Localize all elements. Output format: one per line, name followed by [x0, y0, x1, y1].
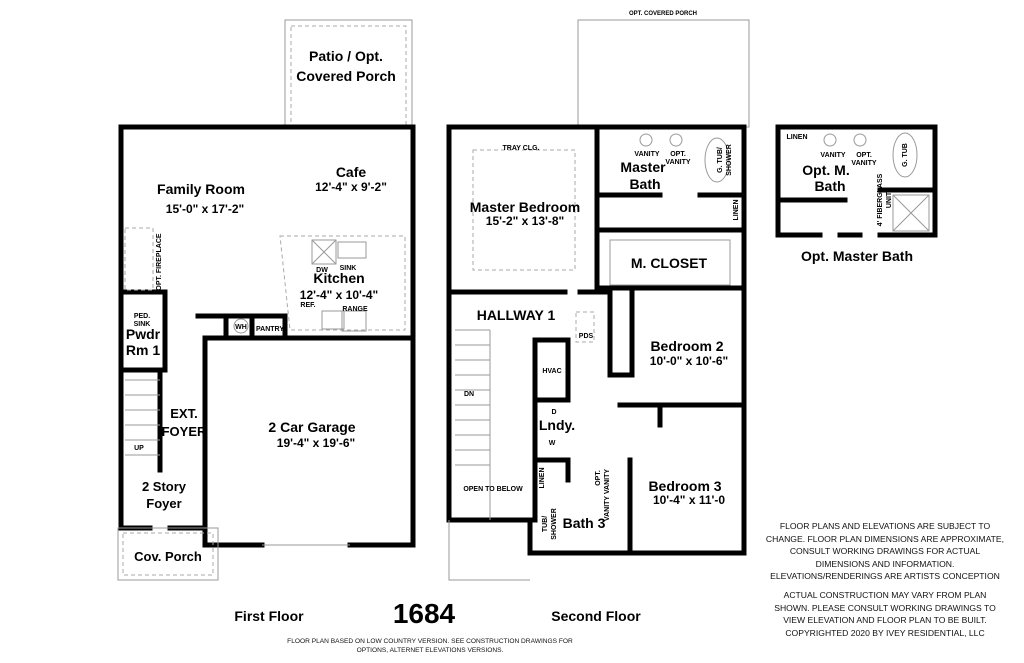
- disclaimer-line: COPYRIGHTED 2020 BY IVEY RESIDENTIAL, LL…: [785, 627, 985, 638]
- tub-label-2: SHOWER: [551, 508, 558, 540]
- fiberglass-unit-label: UNIT: [886, 191, 893, 208]
- first-floor-plan: [117, 19, 416, 581]
- water-heater-label: WH: [235, 324, 247, 331]
- opt-master-bath-labels: LINEN VANITY OPT. VANITY Opt. M. Bath G.…: [787, 134, 914, 264]
- covered-porch-label: Cov. Porch: [134, 549, 202, 564]
- foyer-label-2: Foyer: [146, 496, 181, 511]
- kitchen-label: Kitchen: [313, 270, 364, 286]
- hvac-label: HVAC: [542, 368, 561, 375]
- master-closet-label: M. CLOSET: [631, 255, 708, 271]
- bath-3-label: Bath 3: [563, 515, 606, 531]
- disclaimer-2: ACTUAL CONSTRUCTION MAY VARY FROM PLAN S…: [760, 589, 1010, 639]
- kitchen-dim: 12'-4" x 10'-4": [300, 288, 378, 302]
- sink-label: SINK: [340, 265, 357, 272]
- cafe-label: Cafe: [336, 164, 367, 180]
- foyer-label: 2 Story: [142, 479, 187, 494]
- stair-down-label: DN: [464, 391, 474, 398]
- opt-vanity-label: VANITY: [820, 152, 845, 159]
- pds-label: PDS: [579, 333, 594, 340]
- master-bedroom-label: Master Bedroom: [470, 199, 580, 215]
- master-bedroom-dim: 15'-2" x 13'-8": [486, 214, 564, 228]
- opt-opt-label: OPT.: [856, 152, 872, 159]
- second-floor-labels: OPT. COVERED PORCH TRAY CLG. Master Bedr…: [463, 11, 740, 624]
- gtub-label: G. TUB/: [717, 147, 724, 173]
- patio-label-2: Covered Porch: [296, 68, 396, 84]
- footer-note-line: OPTIONS, ALTERNET ELEVATIONS VERSIONS.: [356, 647, 504, 654]
- gtub-label-2: SHOWER: [726, 144, 733, 176]
- bedroom-3-dim: 10'-4" x 11'-0: [653, 493, 725, 507]
- pantry-label: PANTRY: [256, 326, 284, 333]
- linen-2-label: LINEN: [539, 468, 546, 489]
- powder-room-label-2: Rm 1: [126, 342, 160, 358]
- fireplace-label: OPT. FIREPLACE: [156, 233, 163, 291]
- opt-vanity-label: OPT.: [670, 151, 686, 158]
- opt-porch-label: OPT. COVERED PORCH: [629, 11, 697, 17]
- disclaimer-line: SHOWN. PLEASE CONSULT WORKING DRAWINGS T…: [774, 602, 996, 613]
- family-room-dim: 15'-0" x 17'-2": [166, 202, 244, 216]
- disclaimer-line: ACTUAL CONSTRUCTION MAY VARY FROM PLAN: [783, 590, 987, 600]
- second-floor-plan: [446, 19, 750, 581]
- disclaimer-line: ELEVATIONS/RENDERINGS ARE ARTISTS CONCEP…: [770, 571, 1000, 581]
- stair-up-label: UP: [134, 445, 144, 452]
- opt-linen-label: LINEN: [787, 134, 808, 141]
- washer-label: W: [549, 440, 556, 447]
- fiberglass-label: 4' FIBERGLASS: [877, 173, 884, 226]
- open-to-below-label: OPEN TO BELOW: [463, 486, 523, 493]
- bath3-vanity-label: VANITY VANITY: [604, 469, 611, 521]
- bedroom-2-dim: 10'-0" x 10'-6": [650, 354, 728, 368]
- first-floor-title: First Floor: [234, 608, 304, 624]
- garage-label: 2 Car Garage: [268, 419, 355, 435]
- garage-dim: 19'-4" x 19'-6": [277, 436, 355, 450]
- opt-opt-vanity-label: VANITY: [851, 160, 876, 167]
- opt-master-bath-plan: [775, 124, 938, 238]
- footer-note: FLOOR PLAN BASED ON LOW COUNTRY VERSION.…: [220, 637, 640, 655]
- opt-vanity-label-2: VANITY: [665, 159, 690, 166]
- linen-label: LINEN: [733, 200, 740, 221]
- family-room-label: Family Room: [157, 181, 245, 197]
- opt-covered-porch-outline: [577, 19, 750, 128]
- master-bath-label-2: Bath: [629, 176, 660, 192]
- first-floor-labels: Patio / Opt. Covered Porch Family Room 1…: [126, 48, 396, 624]
- bedroom-2-label: Bedroom 2: [650, 338, 723, 354]
- second-floor-title: Second Floor: [551, 608, 641, 624]
- hallway-label: HALLWAY 1: [477, 307, 556, 323]
- tray-ceiling-label: TRAY CLG.: [503, 145, 540, 152]
- disclaimer-line: CONSULT WORKING DRAWINGS FOR ACTUAL: [789, 546, 981, 556]
- opt-m-bath-label: Opt. M.: [802, 162, 849, 178]
- master-bath-label: Master: [620, 159, 666, 175]
- disclaimer-line: VIEW ELEVATION AND FLOOR PLAN TO BE BUIL…: [783, 615, 987, 625]
- powder-room-label: Pwdr: [126, 326, 161, 342]
- footer-note-line: FLOOR PLAN BASED ON LOW COUNTRY VERSION.…: [287, 638, 573, 645]
- plan-number: 1684: [393, 598, 456, 629]
- dryer-label: D: [551, 409, 556, 416]
- ped-sink-label: PED.: [134, 313, 150, 320]
- ext-foyer-label: EXT.: [170, 406, 197, 421]
- opt-master-bath-title: Opt. Master Bath: [801, 248, 913, 264]
- disclaimer-line: CHANGE. FLOOR PLAN DIMENSIONS ARE APPROX…: [765, 533, 1005, 544]
- vanity-label: VANITY: [634, 151, 659, 158]
- dw-label: DW: [316, 267, 328, 274]
- range-label: RANGE: [342, 306, 368, 313]
- ext-foyer-label-2: FOYER: [162, 424, 207, 439]
- bath3-opt-label: OPT.: [595, 470, 602, 486]
- tub-label: TUB/: [542, 516, 549, 532]
- opt-gtub-label: G. TUB: [902, 143, 909, 167]
- opt-m-bath-label-2: Bath: [814, 178, 845, 194]
- disclaimer-line: DIMENSIONS AND INFORMATION.: [815, 558, 955, 569]
- ref-label: REF.: [300, 302, 315, 309]
- ped-sink-label-2: SINK: [134, 321, 151, 328]
- disclaimer-1: FLOOR PLANS AND ELEVATIONS ARE SUBJECT T…: [760, 520, 1010, 583]
- cafe-dim: 12'-4" x 9'-2": [315, 180, 387, 194]
- laundry-label: Lndy.: [539, 417, 575, 433]
- patio-label: Patio / Opt.: [309, 48, 383, 64]
- bedroom-3-label: Bedroom 3: [648, 478, 721, 494]
- disclaimer-line: FLOOR PLANS AND ELEVATIONS ARE SUBJECT T…: [779, 521, 991, 531]
